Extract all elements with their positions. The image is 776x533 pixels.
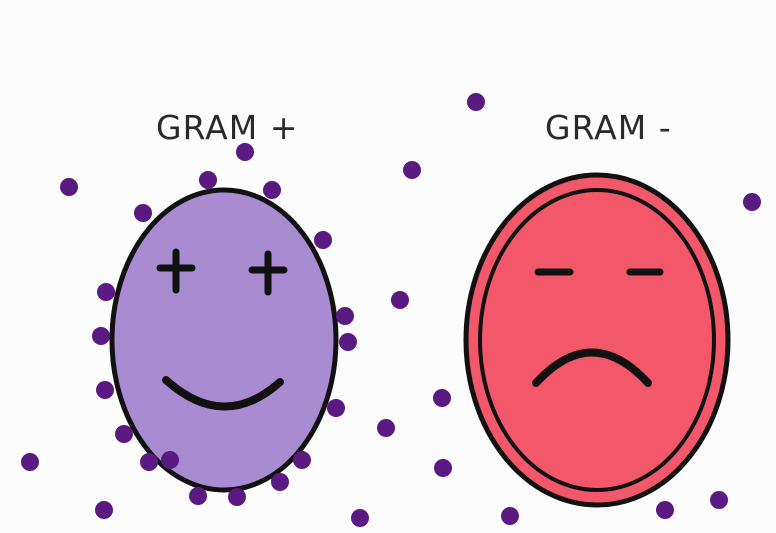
stain-dot <box>263 181 281 199</box>
gram-positive-face <box>112 190 336 490</box>
gram-negative-outer-membrane <box>466 175 728 505</box>
stain-dot <box>339 333 357 351</box>
stain-dot <box>199 171 217 189</box>
stain-dot <box>134 204 152 222</box>
gram-negative-face <box>466 175 728 505</box>
stain-dot <box>95 501 113 519</box>
gram-positive-cell-wall <box>112 190 336 490</box>
stain-dot <box>327 399 345 417</box>
stain-dot <box>336 307 354 325</box>
stain-dot <box>351 509 369 527</box>
stain-dot <box>97 283 115 301</box>
stain-dot <box>501 507 519 525</box>
stain-dot <box>710 491 728 509</box>
stain-dot <box>96 381 114 399</box>
stain-dot <box>236 143 254 161</box>
stain-dot <box>743 193 761 211</box>
stain-dot <box>60 178 78 196</box>
stain-dot <box>189 487 207 505</box>
stain-dot <box>92 327 110 345</box>
stain-dot <box>271 473 289 491</box>
stain-dot <box>403 161 421 179</box>
stain-dot <box>434 459 452 477</box>
stain-dot <box>391 291 409 309</box>
stain-dot <box>161 451 179 469</box>
stain-dot <box>115 425 133 443</box>
stain-dot <box>467 93 485 111</box>
stain-dot <box>377 419 395 437</box>
stain-dot <box>228 488 246 506</box>
stain-dot <box>314 231 332 249</box>
stain-dot <box>433 389 451 407</box>
stain-dot <box>21 453 39 471</box>
stain-dot <box>656 501 674 519</box>
stain-dot <box>140 453 158 471</box>
stain-dot <box>293 451 311 469</box>
